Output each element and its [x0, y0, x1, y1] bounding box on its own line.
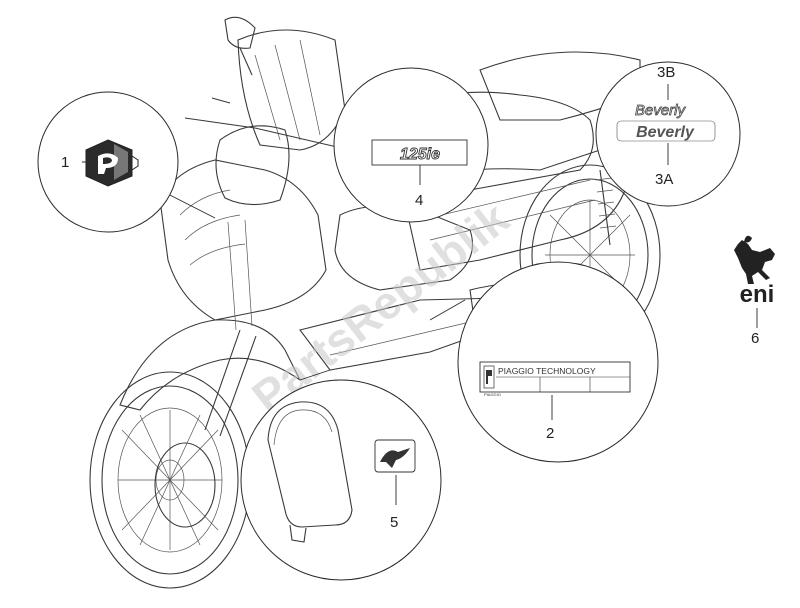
- callout-3: 3B Beverly Beverly 3A: [595, 61, 741, 207]
- callout-5: 5: [240, 369, 442, 581]
- label-2: 2: [546, 425, 554, 442]
- model-decal-text: 125ie: [400, 146, 440, 163]
- label-3b: 3B: [657, 64, 675, 81]
- callout-2: PIAGGIO TECHNOLOGY PIAGGIO 2: [429, 261, 659, 463]
- front-wheel: [89, 371, 251, 589]
- model-decal-icon: 125ie: [371, 139, 468, 166]
- label-4: 4: [415, 192, 423, 209]
- technology-plate-icon: PIAGGIO TECHNOLOGY PIAGGIO: [479, 361, 631, 397]
- label-1: 1: [61, 154, 69, 171]
- callout-1: 1: [37, 91, 216, 233]
- label-5: 5: [390, 514, 398, 531]
- label-3a: 3A: [655, 171, 673, 188]
- beverly-decal-3b-text: Beverly: [635, 102, 687, 119]
- leader-line-5: [299, 369, 331, 381]
- callout-4: 4 125ie: [333, 67, 489, 223]
- callout-6: eni 6: [734, 235, 775, 347]
- label-6: 6: [751, 330, 759, 347]
- eni-sticker-text: eni: [740, 281, 775, 308]
- beverly-decal-3a-frame: [616, 120, 716, 142]
- technology-plate-text: PIAGGIO TECHNOLOGY: [498, 366, 596, 376]
- leader-line-2: [429, 299, 466, 321]
- tank-cover-drawing: [267, 401, 353, 543]
- beverly-decal-3a-text: Beverly: [636, 124, 695, 141]
- callout-circle-5: [240, 379, 442, 581]
- tank-decal-icon: [374, 439, 416, 473]
- piaggio-emblem-icon: [85, 139, 139, 187]
- eni-dog-logo-icon: [734, 235, 775, 284]
- technology-plate-brand: PIAGGIO: [484, 392, 501, 397]
